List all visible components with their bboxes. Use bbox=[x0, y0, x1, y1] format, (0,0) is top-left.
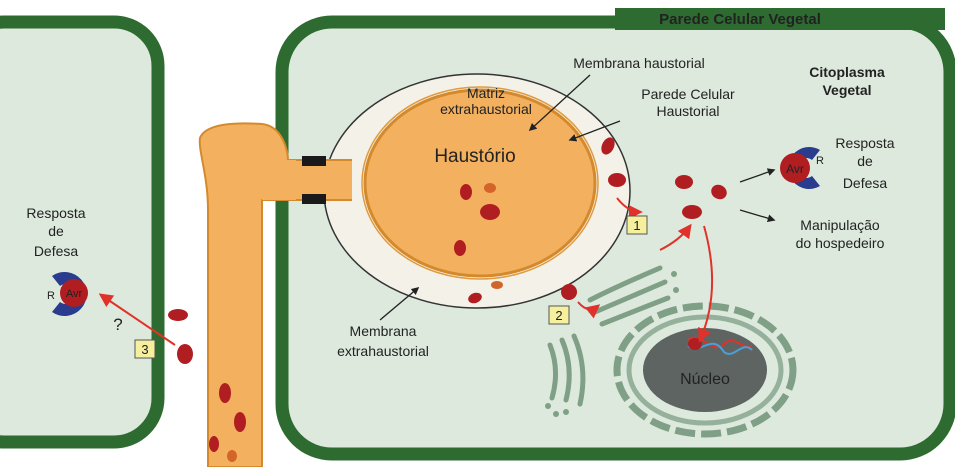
defense-right-label-2: de bbox=[857, 153, 873, 169]
haustorial-wall-label-1: Parede Celular bbox=[641, 86, 735, 102]
effector bbox=[484, 183, 496, 193]
avr-label-right: Avr bbox=[786, 162, 804, 176]
step-3: 3 bbox=[135, 340, 155, 358]
cytoplasm-label-2: Vegetal bbox=[822, 82, 871, 98]
effector bbox=[234, 412, 246, 432]
defense-left-label-2: de bbox=[48, 223, 64, 239]
step-2: 2 bbox=[549, 306, 569, 324]
effector bbox=[561, 284, 577, 300]
matrix-label-2: extrahaustorial bbox=[440, 101, 532, 117]
svg-text:1: 1 bbox=[633, 218, 640, 233]
manipulation-label-2: do hospedeiro bbox=[796, 235, 885, 251]
haustorial-membrane-label: Membrana haustorial bbox=[573, 55, 705, 71]
extra-membrane-label-2: extrahaustorial bbox=[337, 343, 429, 359]
avr-label-left: Avr bbox=[66, 288, 83, 300]
effector bbox=[219, 383, 231, 403]
svg-text:3: 3 bbox=[141, 342, 148, 357]
effector bbox=[454, 240, 466, 256]
effector bbox=[608, 173, 626, 187]
effector bbox=[227, 450, 237, 462]
defense-left-label-1: Resposta bbox=[26, 205, 85, 221]
haustorial-wall-label-2: Haustorial bbox=[656, 103, 719, 119]
effector bbox=[209, 436, 219, 452]
plant-wall-label: Parede Celular Vegetal bbox=[659, 11, 821, 28]
extra-membrane-label-1: Membrana bbox=[350, 323, 417, 339]
matrix-label-1: Matriz bbox=[467, 85, 505, 101]
effector bbox=[682, 205, 702, 219]
manipulation-label-1: Manipulação bbox=[800, 217, 880, 233]
haustorium-label: Haustório bbox=[434, 146, 515, 167]
r-label-right: R bbox=[816, 155, 824, 167]
defense-right-label-3: Defesa bbox=[843, 175, 888, 191]
question-mark: ? bbox=[113, 315, 122, 334]
defense-left-label-3: Defesa bbox=[34, 243, 79, 259]
effector bbox=[491, 281, 503, 289]
svg-text:2: 2 bbox=[555, 308, 562, 323]
step-1: 1 bbox=[627, 216, 647, 234]
effector bbox=[480, 204, 500, 220]
effector bbox=[168, 309, 188, 321]
effector bbox=[460, 184, 472, 200]
effector bbox=[675, 175, 693, 189]
nucleus-label: Núcleo bbox=[680, 371, 730, 388]
left-plant-cell bbox=[0, 22, 158, 442]
defense-right-label-1: Resposta bbox=[835, 135, 894, 151]
r-label-left: R bbox=[47, 290, 55, 302]
effector bbox=[177, 344, 193, 364]
cytoplasm-label-1: Citoplasma bbox=[809, 64, 885, 80]
